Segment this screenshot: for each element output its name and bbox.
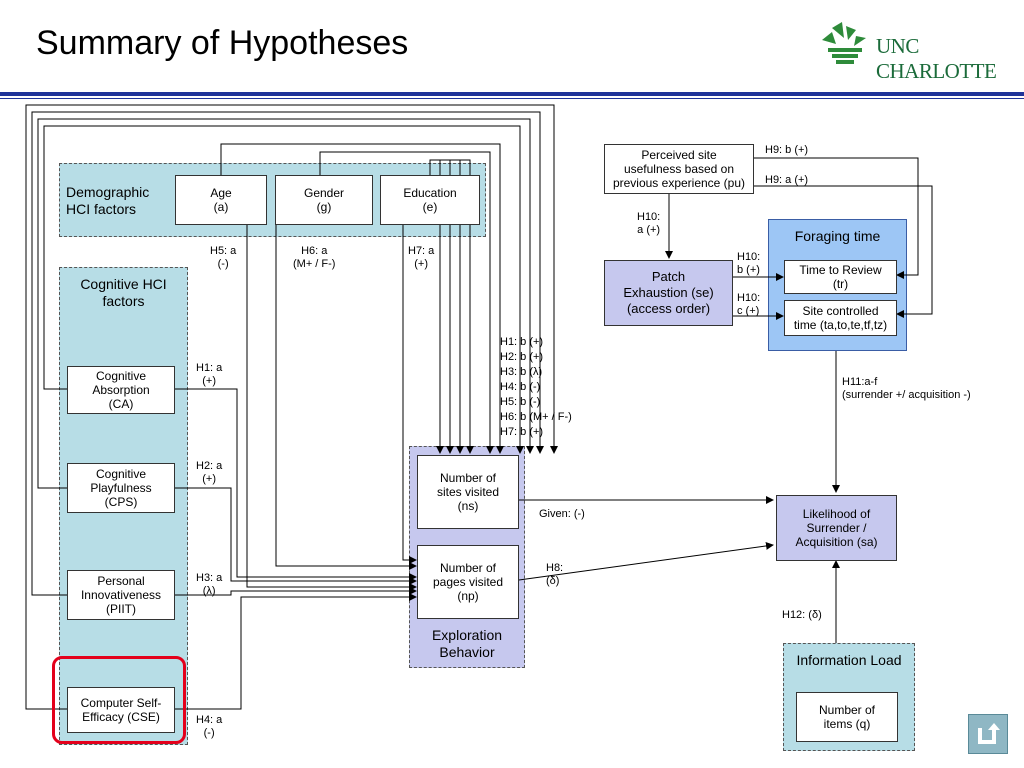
logo-wordmark: UNC CHARLOTTE <box>876 34 997 83</box>
header-rule-thin <box>0 98 1024 99</box>
information-load-group-label: Information Load <box>796 652 902 668</box>
h2a-label: H2: a(+) <box>196 460 223 485</box>
header-rule <box>0 92 1024 96</box>
computer-self-efficacy-box: Computer Self-Efficacy (CSE) <box>67 687 175 733</box>
h10b-label: H10:b (+) <box>737 251 761 276</box>
exploration-group-label: Exploration Behavior <box>431 627 503 660</box>
h10a-label: H10:a (+) <box>637 211 661 236</box>
foraging-group-label: Foraging time <box>794 228 881 244</box>
time-to-review-box: Time to Review(tr) <box>784 260 897 294</box>
cognitive-group-label: Cognitive HCI factors <box>80 276 167 309</box>
h4a-label: H4: a(-) <box>196 714 223 739</box>
demographic-group-label: Demographic HCI factors <box>66 184 150 217</box>
h5-label: H5: a(-) <box>210 245 237 270</box>
h6-label: H6: a(M+ / F-) <box>293 245 336 270</box>
h1a-label: H1: a(+) <box>196 362 223 387</box>
h9b-label: H9: b (+) <box>765 144 809 156</box>
h8-label: H8:(δ) <box>546 562 564 587</box>
h9a-label: H9: a (+) <box>765 174 809 186</box>
education-box: Education(e) <box>380 175 480 225</box>
h12-label: H12: (δ) <box>782 609 822 621</box>
given-label: Given: (-) <box>539 508 585 520</box>
crown-leaf-logo-icon <box>822 22 866 64</box>
b-hypotheses-list: H1: b (+) H2: b (+) H3: b (λ) H4: b (-) … <box>500 336 572 438</box>
return-arrow-icon <box>978 723 1000 744</box>
cse-highlight-ring <box>52 656 186 744</box>
h7-label: H7: a(+) <box>408 245 435 270</box>
unc-charlotte-logo <box>822 22 866 64</box>
gender-box: Gender(g) <box>275 175 373 225</box>
h11-label: H11:a-f(surrender +/ acquisition -) <box>842 376 971 401</box>
return-button[interactable] <box>968 714 1008 754</box>
h10c-label: H10:c (+) <box>737 292 761 317</box>
slide-title: Summary of Hypotheses <box>36 24 409 62</box>
age-box: Age(a) <box>175 175 267 225</box>
h3a-label: H3: a(λ) <box>196 572 223 597</box>
